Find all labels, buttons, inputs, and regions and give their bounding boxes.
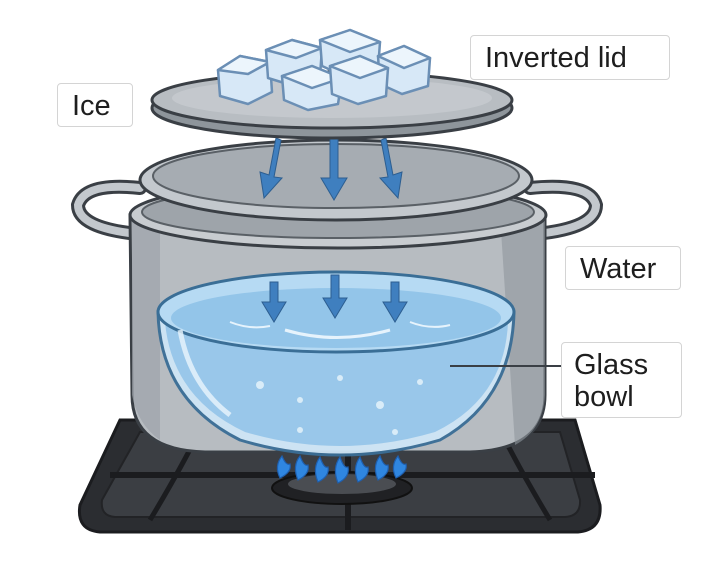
pot-handle-right <box>523 179 604 241</box>
label-water-text: Water <box>580 253 657 285</box>
glass-bowl <box>156 270 516 457</box>
ice-cube-icon <box>376 44 432 96</box>
ice-cube-icon <box>216 54 274 106</box>
label-ice: Ice <box>57 83 133 127</box>
burner <box>271 471 413 505</box>
ice-cube-icon <box>280 64 344 112</box>
arrow-down-icon <box>378 137 403 200</box>
ice-cubes <box>216 28 432 112</box>
label-glass-bowl: Glass bowl <box>561 342 682 418</box>
flame-icon <box>276 454 407 484</box>
label-inverted-lid: Inverted lid <box>470 35 670 80</box>
ice-cube-icon <box>328 54 390 106</box>
condensation-arrows-upper <box>259 137 403 201</box>
arrow-down-icon <box>259 137 284 200</box>
arrow-down-icon <box>320 137 348 201</box>
arrow-down-icon <box>382 281 408 323</box>
label-inverted-lid-text: Inverted lid <box>485 42 627 74</box>
label-glass-bowl-line1: Glass <box>574 349 649 381</box>
label-glass-bowl-line2: bowl <box>574 381 634 413</box>
arrow-down-icon <box>322 274 348 319</box>
label-water: Water <box>565 246 681 290</box>
condensation-arrows-lower <box>261 274 408 323</box>
label-ice-text: Ice <box>72 90 111 122</box>
arrow-down-icon <box>261 281 287 323</box>
pot-handle-left <box>70 179 147 241</box>
